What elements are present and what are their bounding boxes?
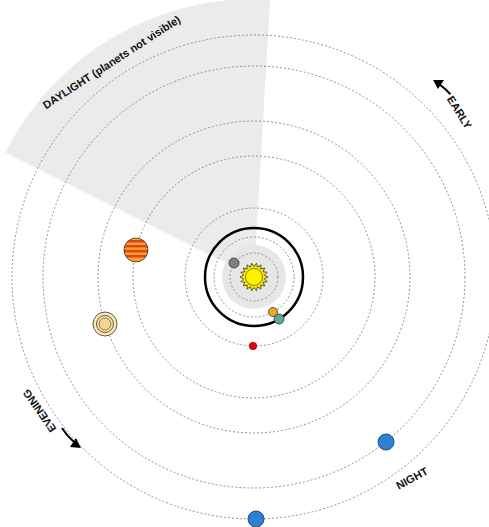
orbit	[230, 253, 278, 301]
saturn	[93, 312, 117, 336]
direction-arrow	[62, 428, 81, 448]
period-label: EVENING	[19, 384, 60, 435]
mercury	[229, 258, 239, 268]
orbit	[12, 35, 489, 519]
earth	[274, 314, 284, 324]
jupiter	[120, 238, 152, 262]
period-label: EARLY	[443, 91, 475, 132]
sun-glow	[222, 245, 286, 309]
earth-orbit	[205, 228, 303, 326]
sun-rays	[240, 263, 268, 291]
period-label: NIGHT	[392, 463, 432, 492]
orbit	[98, 121, 410, 433]
uranus	[378, 434, 394, 450]
orbit	[133, 156, 375, 398]
orbit	[43, 66, 465, 488]
orbit	[214, 237, 294, 317]
sun-disk	[246, 269, 263, 286]
orbit-group	[12, 35, 489, 519]
sun	[240, 263, 268, 291]
neptune	[248, 511, 264, 527]
orbit	[185, 208, 323, 346]
mars	[249, 342, 257, 350]
